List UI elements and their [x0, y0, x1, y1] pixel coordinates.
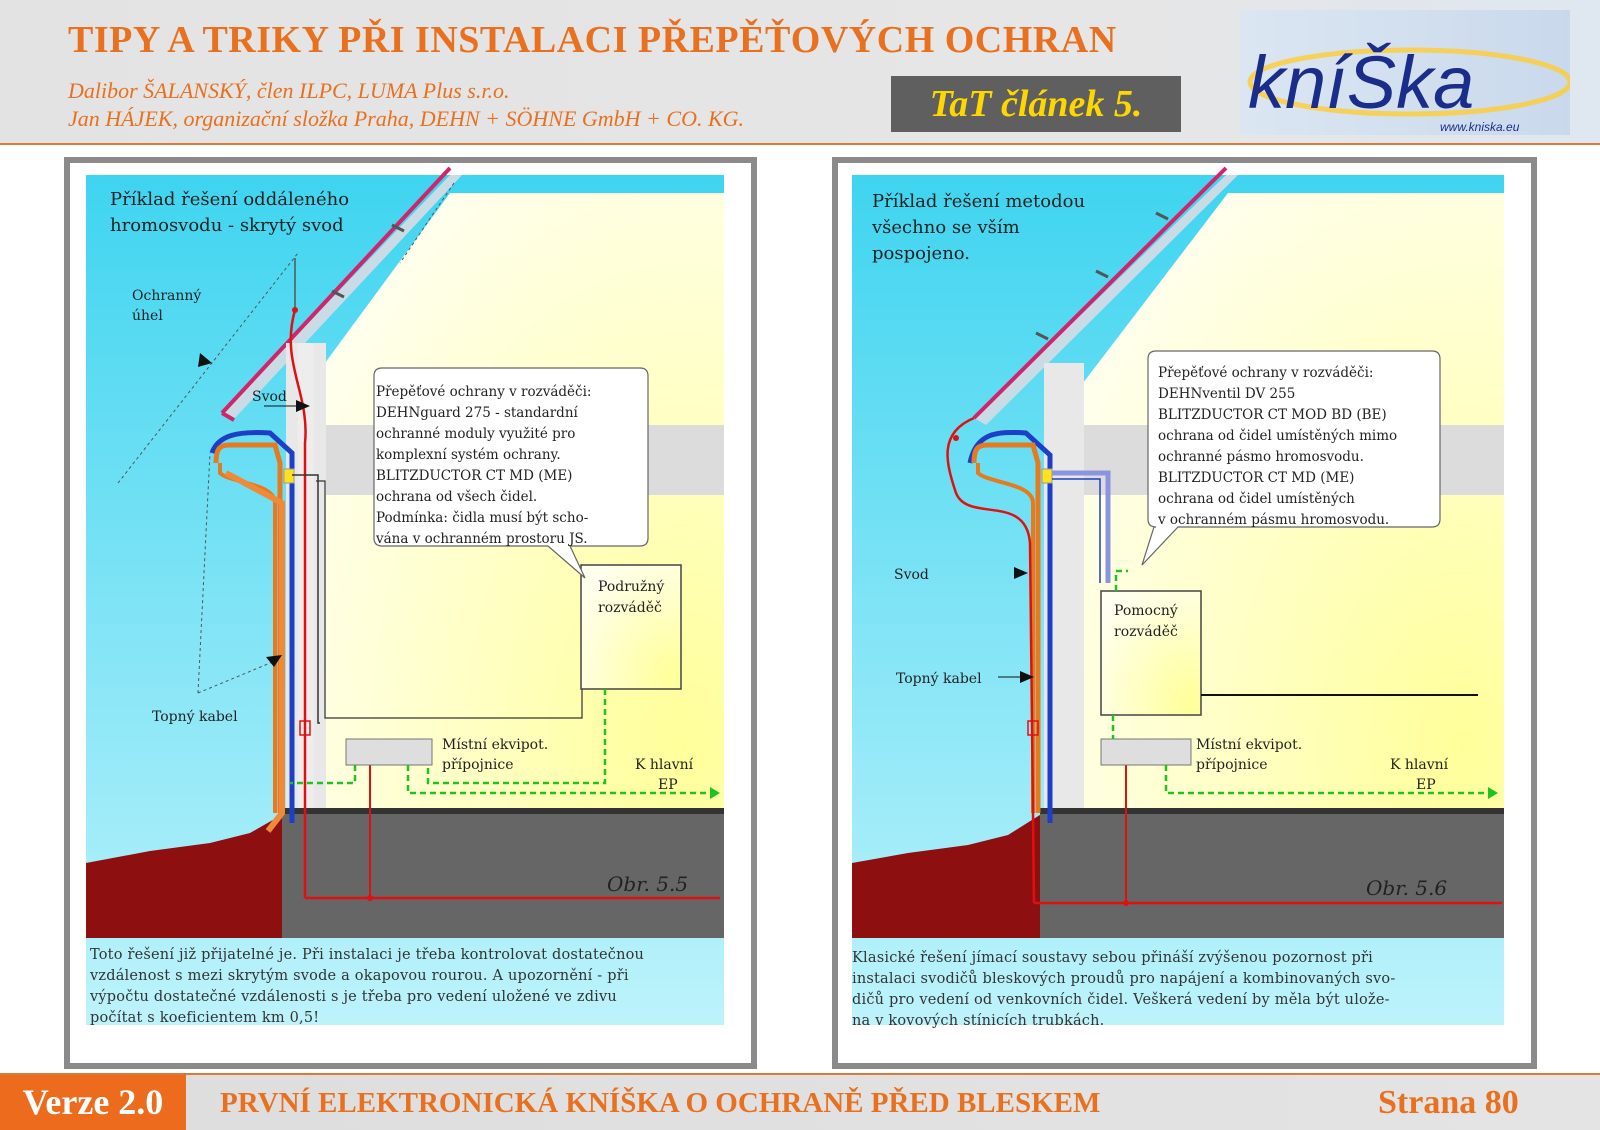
- fig1-callout-3: komplexní systém ochrany.: [376, 447, 561, 463]
- author-line-1: Dalibor ŠALANSKÝ, člen ILPC, LUMA Plus s…: [68, 78, 510, 103]
- fig1-callout-4: BLITZDUCTOR CT MD (ME): [376, 468, 572, 484]
- fig2-ep-1: K hlavní: [1390, 757, 1449, 773]
- page-header: TIPY A TRIKY PŘI INSTALACI PŘEPĚŤOVÝCH O…: [0, 0, 1600, 145]
- fig2-title-1: Příklad řešení metodou: [872, 191, 1085, 212]
- fig1-callout-1: DEHNguard 275 - standardní: [376, 405, 579, 421]
- fig1-box-2: rozváděč: [598, 600, 662, 616]
- fig1-equip-2: přípojnice: [442, 757, 513, 773]
- fig2-equip-1: Místní ekvipot.: [1196, 737, 1302, 753]
- fig2-callout-7: v ochranném pásmu hromosvodu.: [1157, 512, 1389, 528]
- figure-5-6-panel: Příklad řešení metodou všechno se vším p…: [832, 157, 1537, 1069]
- fig2-callout-0: Přepěťové ochrany v rozváděči:: [1158, 365, 1373, 381]
- fig1-caption-line-2: výpočtu dostatečné vzdálenosti s je třeb…: [90, 989, 617, 1005]
- fig2-callout-1: DEHNventil DV 255: [1158, 386, 1295, 402]
- fig1-svod-label: Svod: [252, 389, 287, 405]
- fig1-callout-7: vána v ochranném prostoru JS.: [375, 531, 588, 547]
- fig2-box-2: rozváděč: [1114, 624, 1178, 640]
- version-badge: Verze 2.0: [0, 1075, 186, 1130]
- fig2-obr-label: Obr. 5.6: [1366, 876, 1447, 900]
- fig2-callout-6: ochrana od čidel umístěných: [1158, 491, 1355, 507]
- fig1-callout-0: Přepěťové ochrany v rozváděči:: [376, 384, 591, 400]
- fig1-obr-label: Obr. 5.5: [607, 872, 688, 896]
- fig1-callout-5: ochrana od všech čidel.: [376, 489, 537, 505]
- author-line-2: Jan HÁJEK, organizační složka Praha, DEH…: [68, 106, 745, 131]
- figure-5-6-diagram: Příklad řešení metodou všechno se vším p…: [852, 166, 1504, 1025]
- page-footer: Verze 2.0 PRVNÍ ELEKTRONICKÁ KNÍŠKA O OC…: [0, 1073, 1600, 1130]
- fig1-ep-2: EP: [658, 777, 678, 793]
- page-title: TIPY A TRIKY PŘI INSTALACI PŘEPĚŤOVÝCH O…: [68, 19, 1117, 61]
- fig2-callout-4: ochranné pásmo hromosvodu.: [1158, 449, 1364, 465]
- footer-title: PRVNÍ ELEKTRONICKÁ KNÍŠKA O OCHRANĚ PŘED…: [220, 1087, 1101, 1119]
- fig2-caption-line-3: na v kovových stínicích trubkách.: [852, 1013, 1105, 1029]
- fig2-box-1: Pomocný: [1114, 602, 1178, 619]
- fig1-caption-line-0: Toto řešení již přijatelné je. Při insta…: [90, 947, 645, 963]
- fig1-callout-2: ochranné moduly využité pro: [376, 426, 575, 442]
- page-number: Strana 80: [1378, 1084, 1519, 1121]
- fig1-angle-2: úhel: [132, 308, 163, 324]
- article-badge: TaT článek 5.: [891, 76, 1181, 132]
- fig2-callout-3: ochrana od čidel umístěných mimo: [1158, 428, 1397, 444]
- fig1-ep-1: K hlavní: [635, 757, 694, 773]
- kniska-logo: kníŠka www.kniska.eu: [1240, 10, 1570, 135]
- fig2-title-3: pospojeno.: [872, 243, 970, 264]
- fig1-angle-1: Ochranný: [132, 287, 201, 304]
- logo-text: kníŠka: [1248, 41, 1474, 124]
- fig1-caption-line-3: počítat s koeficientem km 0,5!: [90, 1010, 320, 1026]
- fig1-box-1: Podružný: [598, 578, 664, 595]
- fig2-ep-2: EP: [1416, 777, 1436, 793]
- fig2-caption: Klasické řešení jímací soustavy sebou př…: [852, 948, 1395, 1032]
- fig2-title-2: všechno se vším: [871, 217, 1020, 238]
- fig1-heating-label: Topný kabel: [152, 708, 238, 725]
- fig2-caption-line-1: instalaci svodičů bleskových proudů pro …: [852, 971, 1396, 987]
- figure-5-5-diagram: Příklad řešení oddáleného hromosvodu - s…: [86, 166, 724, 1025]
- fig2-caption-line-2: dičů pro vedení od venkovních čidel. Veš…: [852, 992, 1390, 1008]
- fig2-heating-label: Topný kabel: [896, 670, 982, 687]
- fig2-equip-2: přípojnice: [1196, 757, 1267, 773]
- fig2-callout-5: BLITZDUCTOR CT MD (ME): [1158, 470, 1354, 486]
- fig1-caption-line-1: vzdálenost s mezi skrytým svode a okapov…: [90, 968, 629, 984]
- logo-url: www.kniska.eu: [1440, 120, 1520, 134]
- fig1-caption: Toto řešení již přijatelné je. Při insta…: [90, 945, 644, 1029]
- fig2-svod-label: Svod: [894, 567, 929, 583]
- fig1-callout-6: Podmínka: čidla musí být scho-: [376, 510, 588, 526]
- fig1-title-1: Příklad řešení oddáleného: [110, 189, 349, 210]
- fig2-callout-2: BLITZDUCTOR CT MOD BD (BE): [1158, 407, 1387, 423]
- figure-5-5-panel: Příklad řešení oddáleného hromosvodu - s…: [64, 157, 757, 1069]
- fig1-title-2: hromosvodu - skrytý svod: [110, 215, 344, 236]
- fig2-caption-line-0: Klasické řešení jímací soustavy sebou př…: [852, 950, 1373, 966]
- fig1-equip-1: Místní ekvipot.: [442, 737, 548, 753]
